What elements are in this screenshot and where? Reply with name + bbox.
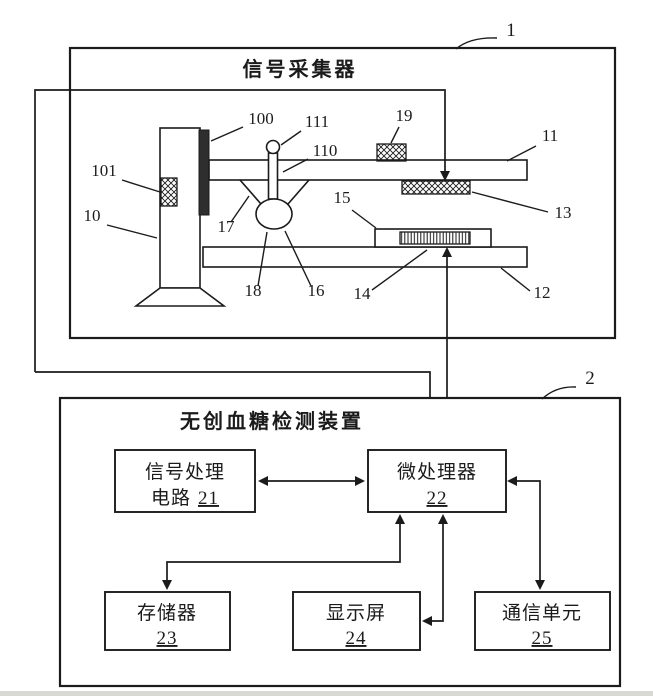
block-microprocessor-22: 微处理器 22 (367, 449, 507, 513)
signal-collector-figure: 信号采集器 1 100 111 110 19 (68, 20, 617, 340)
leader-101 (121, 179, 161, 193)
figure1-ref-label: 1 (506, 20, 516, 41)
probe-stem-110 (267, 152, 279, 200)
upper-plate-11 (208, 159, 528, 181)
block-25-name: 通信单元 (502, 602, 582, 624)
block-25-border (474, 591, 611, 651)
block-connections (162, 476, 545, 626)
arrowhead-into-22-from-21 (355, 476, 365, 486)
hatch-block-19 (376, 143, 407, 162)
clamp-bar-100 (198, 129, 210, 216)
block-22-num: 22 (427, 488, 448, 509)
part-label-100: 100 (248, 109, 274, 128)
leader-17 (230, 195, 250, 223)
part-label-18: 18 (245, 281, 262, 300)
arrowhead-into-22-from-24 (438, 514, 448, 524)
figure1-ref-leader (455, 37, 498, 50)
arrowhead-into-22-from-25 (507, 476, 517, 486)
signal-line-emitter (34, 89, 446, 372)
probe-knob-111 (265, 139, 281, 155)
leader-111 (280, 130, 302, 146)
arrowhead-into-24 (422, 616, 432, 626)
figure1-title: 信号采集器 (243, 57, 358, 81)
emitter-13 (401, 180, 471, 195)
arrowhead-into-22-from-23 (395, 514, 405, 524)
leader-10 (106, 224, 158, 239)
block-23-border (104, 591, 231, 651)
block-22-name: 微处理器 (397, 461, 477, 483)
figure2-ref-leader (541, 386, 577, 400)
leader-19 (390, 126, 400, 144)
stand-column (159, 127, 201, 289)
block-memory-23: 存储器 23 (104, 591, 231, 651)
part-label-101: 101 (91, 161, 117, 180)
leader-14 (371, 249, 428, 291)
part-label-11: 11 (542, 126, 558, 145)
part-label-19: 19 (396, 106, 413, 125)
arrowhead-into-25 (535, 580, 545, 590)
leader-11 (506, 145, 537, 162)
part-label-111: 111 (305, 112, 329, 131)
leader-18 (257, 231, 268, 287)
part-label-110: 110 (313, 141, 338, 160)
leader-100 (210, 126, 244, 142)
leader-16 (284, 230, 312, 287)
block-22-border (367, 449, 507, 513)
part-label-17: 17 (218, 217, 236, 236)
block-display-24: 显示屏 24 (292, 591, 421, 651)
lower-plate-12 (202, 246, 528, 268)
fork-right-17 (287, 179, 310, 205)
block-21-line1: 信号处理 (145, 461, 225, 483)
arrowhead-into-23 (162, 580, 172, 590)
leader-13 (471, 191, 549, 213)
scan-edge-artifact (0, 691, 653, 696)
probe-ball-16 (255, 198, 293, 230)
block-23-num: 23 (157, 628, 178, 649)
arrowhead-into-21 (258, 476, 268, 486)
block-24-name: 显示屏 (326, 603, 386, 624)
fork-left-17 (239, 179, 262, 205)
block-25-num: 25 (532, 628, 553, 649)
sample-14 (399, 231, 471, 245)
leader-12 (500, 267, 531, 292)
part-label-15: 15 (334, 188, 351, 207)
link-22-23 (166, 522, 401, 582)
hatch-block-101 (160, 177, 178, 207)
link-22-24 (431, 522, 444, 622)
part-label-12: 12 (534, 283, 551, 302)
block-24-border (292, 591, 421, 651)
block-23-name: 存储器 (137, 602, 197, 624)
arrowhead-into-14 (442, 247, 452, 257)
link-22-25 (515, 480, 541, 582)
block-21-border (114, 449, 256, 513)
leader-15 (351, 209, 377, 229)
figure2-ref-label: 2 (585, 368, 595, 389)
block-communication-25: 通信单元 25 (474, 591, 611, 651)
part-label-16: 16 (308, 281, 325, 300)
part-label-13: 13 (555, 203, 572, 222)
block-24-num: 24 (346, 628, 367, 649)
stand-base (133, 287, 227, 307)
figure2-title: 无创血糖检测装置 (180, 409, 364, 433)
part-label-14: 14 (354, 284, 372, 303)
part-label-10: 10 (84, 206, 101, 225)
arrowhead-into-13 (440, 171, 450, 181)
leader-110 (282, 158, 309, 173)
